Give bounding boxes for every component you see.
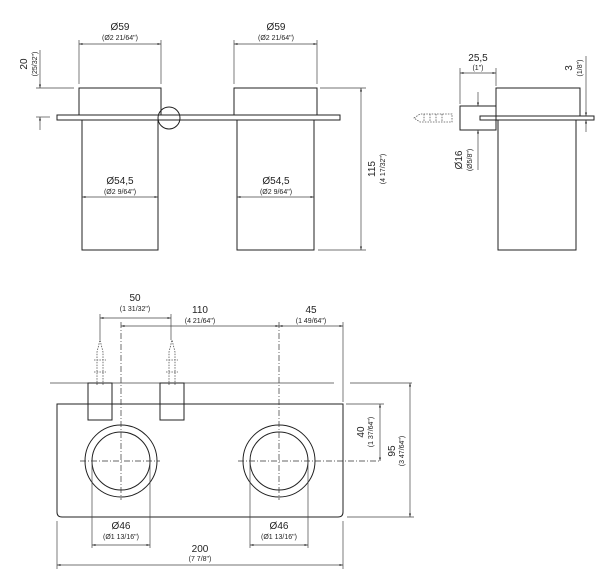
right-body xyxy=(236,119,315,251)
dim-center-distance: 110 xyxy=(192,305,208,316)
dim-plate-height: 95 xyxy=(387,445,398,457)
front-plate xyxy=(56,403,344,518)
svg-text:(Ø1 13/16"): (Ø1 13/16") xyxy=(261,534,297,541)
svg-text:(3 47/64"): (3 47/64") xyxy=(399,436,406,467)
svg-text:(1 31/32"): (1 31/32") xyxy=(120,306,151,313)
valve-block-left xyxy=(87,382,113,421)
dim-plate-thickness: 3 xyxy=(564,65,575,71)
dim-body-diameter-right: Ø54,5 xyxy=(262,176,290,187)
dim-cap-diameter-right: Ø59 xyxy=(267,22,286,33)
dim-total-height: 115 xyxy=(367,161,378,177)
side-view: 25,5 (1") 3 (1/8") Ø16 (Ø5/8") xyxy=(413,53,595,251)
svg-text:(4 17/32"): (4 17/32") xyxy=(380,154,387,185)
svg-text:(Ø2 9/64"): (Ø2 9/64") xyxy=(104,189,136,196)
svg-text:(4 21/64"): (4 21/64") xyxy=(185,318,216,325)
dim-center-height: 40 xyxy=(356,426,367,438)
dim-cap-diameter-left: Ø59 xyxy=(111,22,130,33)
left-cap xyxy=(78,87,162,116)
svg-text:(Ø5/8"): (Ø5/8") xyxy=(467,149,474,171)
svg-text:(1 49/64"): (1 49/64") xyxy=(296,318,327,325)
dim-plate-width: 200 xyxy=(192,544,209,555)
front-view: 50 (1 31/32") 110 (4 21/64") 45 (1 49/64… xyxy=(50,293,414,569)
right-cap xyxy=(233,87,318,116)
svg-text:(Ø2 21/64"): (Ø2 21/64") xyxy=(258,35,294,42)
svg-text:(25/32"): (25/32") xyxy=(32,52,39,77)
svg-text:(Ø1 13/16"): (Ø1 13/16") xyxy=(103,534,139,541)
wall-anchor xyxy=(413,113,453,123)
dim-edge-offset: 45 xyxy=(305,305,317,316)
dim-escutcheon-diameter: Ø16 xyxy=(454,150,465,169)
svg-text:(1"): (1") xyxy=(472,65,483,72)
escutcheon xyxy=(459,105,497,131)
dim-body-diameter-left: Ø54,5 xyxy=(106,176,134,187)
valve-block-right xyxy=(159,382,185,421)
dim-escutcheon-depth: 25,5 xyxy=(468,53,488,64)
detail-circle xyxy=(157,106,181,130)
dim-spout-offset: 50 xyxy=(129,293,141,304)
dim-inner-diameter-left: Ø46 xyxy=(112,521,131,532)
cover-plate xyxy=(56,114,341,121)
dim-cap-height: 20 xyxy=(19,58,30,70)
svg-text:(Ø2 21/64"): (Ø2 21/64") xyxy=(102,35,138,42)
svg-text:(Ø2 9/64"): (Ø2 9/64") xyxy=(260,189,292,196)
dim-inner-diameter-right: Ø46 xyxy=(270,521,289,532)
anchor-right xyxy=(166,339,178,385)
top-view: Ø59 (Ø2 21/64") Ø59 (Ø2 21/64") Ø54,5 (Ø… xyxy=(19,22,387,251)
anchor-left xyxy=(94,339,106,385)
left-body xyxy=(81,119,159,251)
svg-text:(1 37/64"): (1 37/64") xyxy=(368,417,375,448)
svg-text:(1/8"): (1/8") xyxy=(577,60,584,77)
svg-text:(7 7/8"): (7 7/8") xyxy=(189,556,212,563)
